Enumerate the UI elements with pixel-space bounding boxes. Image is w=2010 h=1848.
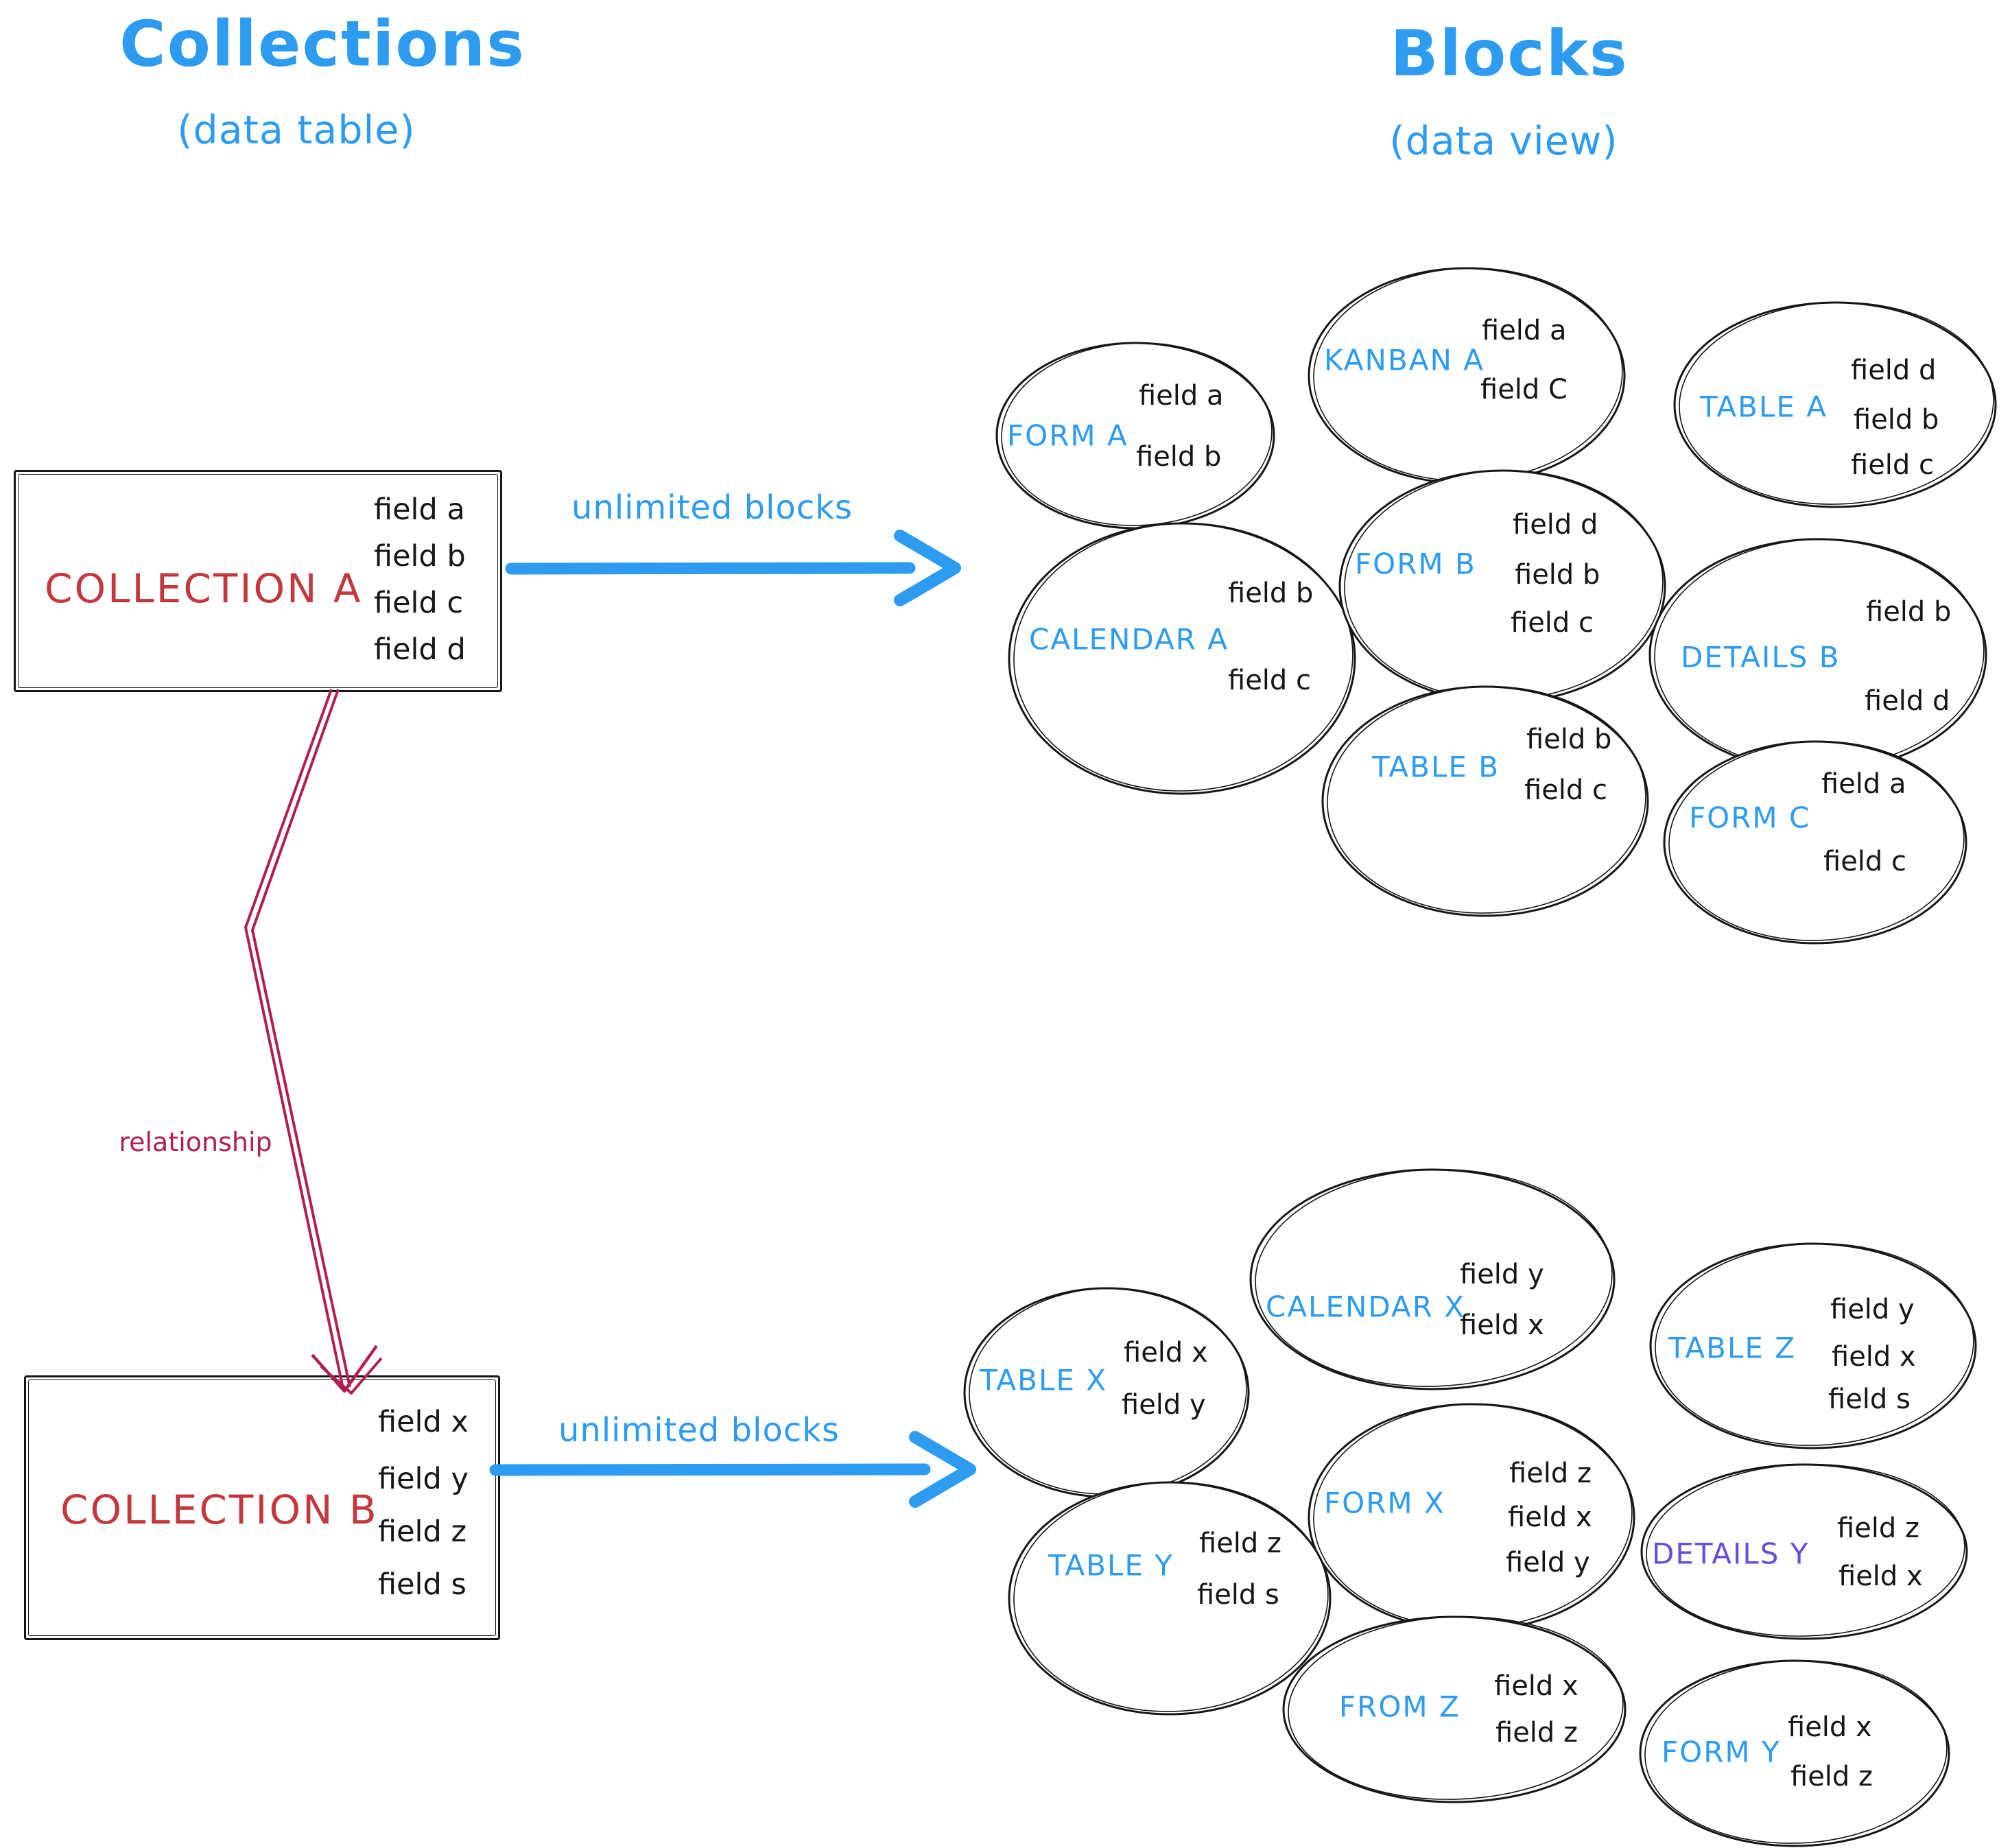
block-table-y: TABLE Y field z field s xyxy=(1007,1480,1332,1716)
block-label: KANBAN A xyxy=(1324,343,1485,377)
block-label: TABLE A xyxy=(1700,390,1828,424)
block-field: field z xyxy=(1509,1458,1592,1489)
block-ellipse-outline xyxy=(1249,1168,1616,1390)
block-field: field a xyxy=(1482,315,1567,346)
block-ellipse-outline xyxy=(1639,1659,1950,1847)
block-table-a: TABLE A field d field b field c xyxy=(1672,300,1998,509)
block-label: FORM X xyxy=(1324,1486,1445,1520)
collection-a-name: COLLECTION A xyxy=(45,565,363,612)
block-form-a: FORM A field a field b xyxy=(995,341,1276,530)
blocks-title: Blocks xyxy=(1390,16,1629,91)
block-field: field b xyxy=(1228,578,1314,609)
block-field: field d xyxy=(1513,509,1598,541)
block-field: field z xyxy=(1199,1528,1282,1559)
block-field: field x xyxy=(1494,1670,1579,1702)
collection-a-field: field d xyxy=(374,632,466,667)
block-table-b: TABLE B field b field c xyxy=(1321,685,1650,918)
collection-a-field: field a xyxy=(374,493,465,527)
block-field: field z xyxy=(1790,1761,1873,1792)
block-field: field z xyxy=(1495,1717,1579,1749)
block-ellipse-outline xyxy=(1008,1481,1332,1716)
block-details-y: DETAILS Y field z field x xyxy=(1640,1462,1969,1641)
block-field: field c xyxy=(1851,449,1935,481)
block-field: field b xyxy=(1136,441,1222,473)
collection-a-field: field b xyxy=(374,539,466,573)
block-field: field b xyxy=(1515,559,1600,591)
block-label: FORM A xyxy=(1007,418,1128,453)
block-field: field y xyxy=(1830,1294,1915,1325)
block-ellipse-outline xyxy=(1649,1242,1977,1449)
unlimited-blocks-label-top: unlimited blocks xyxy=(571,488,853,527)
block-field: field s xyxy=(1828,1384,1911,1415)
block-field: field y xyxy=(1506,1547,1590,1578)
block-ellipse-outline xyxy=(1008,522,1356,795)
block-field: field a xyxy=(1821,768,1906,800)
block-label: CALENDAR X xyxy=(1266,1290,1466,1324)
collection-b-field: field s xyxy=(378,1567,466,1602)
block-field: field c xyxy=(1228,665,1312,696)
block-label: CALENDAR A xyxy=(1029,622,1229,656)
block-field: field c xyxy=(1524,774,1608,806)
block-field: field b xyxy=(1866,596,1952,628)
block-field: field b xyxy=(1854,404,1939,436)
block-field: field z xyxy=(1837,1513,1920,1544)
block-field: field y xyxy=(1122,1389,1206,1421)
block-label: DETAILS B xyxy=(1681,640,1841,674)
block-field: field d xyxy=(1851,355,1937,386)
block-field: field d xyxy=(1865,685,1950,717)
block-ellipse-outline xyxy=(1663,740,1967,945)
block-from-z: FROM Z field x field z xyxy=(1281,1615,1627,1804)
collections-title: Collections xyxy=(119,7,525,81)
collection-b-field: field x xyxy=(378,1405,469,1439)
block-label: FORM B xyxy=(1355,547,1476,581)
block-label: DETAILS Y xyxy=(1652,1537,1810,1571)
block-field: field x xyxy=(1508,1502,1592,1533)
block-label: TABLE X xyxy=(980,1363,1107,1397)
block-ellipse-outline xyxy=(1648,538,1987,772)
block-label: TABLE B xyxy=(1372,750,1500,784)
collection-a-box: COLLECTION A field a field b field c fie… xyxy=(14,470,502,692)
block-field: field y xyxy=(1460,1259,1544,1290)
block-label: FROM Z xyxy=(1339,1690,1461,1724)
block-form-b: FORM B field d field b field c xyxy=(1338,469,1667,704)
collection-b-box: COLLECTION B field x field y field z fie… xyxy=(24,1375,500,1640)
block-ellipse-outline xyxy=(1673,301,1997,508)
block-label: TABLE Y xyxy=(1048,1548,1174,1583)
block-ellipse-outline xyxy=(1640,1463,1968,1640)
block-ellipse-outline xyxy=(1338,469,1666,704)
block-ellipse-outline xyxy=(1282,1615,1627,1803)
collections-subtitle: (data table) xyxy=(177,108,416,153)
block-table-z: TABLE Z field y field x field s xyxy=(1648,1242,1978,1450)
block-field: field c xyxy=(1823,846,1907,877)
block-field: field x xyxy=(1788,1711,1872,1743)
block-field: field C xyxy=(1480,374,1568,405)
block-label: FORM Y xyxy=(1662,1735,1781,1769)
collection-a-field: field c xyxy=(374,586,464,620)
block-ellipse-outline xyxy=(1321,685,1649,917)
unlimited-blocks-label-bottom: unlimited blocks xyxy=(558,1411,840,1449)
block-field: field a xyxy=(1139,380,1224,412)
block-table-x: TABLE X field x field y xyxy=(962,1286,1251,1499)
block-calendar-a: CALENDAR A field b field c xyxy=(1007,521,1357,796)
block-field: field x xyxy=(1124,1337,1208,1369)
block-label: TABLE Z xyxy=(1668,1331,1796,1365)
block-field: field b xyxy=(1526,724,1612,755)
block-form-c: FORM C field a field c xyxy=(1662,739,1968,945)
block-field: field s xyxy=(1197,1579,1279,1611)
collection-b-field: field z xyxy=(378,1515,467,1549)
block-field: field x xyxy=(1460,1310,1544,1341)
collection-b-field: field y xyxy=(378,1462,469,1496)
block-field: field c xyxy=(1511,607,1594,639)
blocks-subtitle: (data view) xyxy=(1389,119,1618,164)
collection-b-name: COLLECTION B xyxy=(60,1486,379,1533)
block-label: FORM C xyxy=(1689,801,1811,835)
block-form-x: FORM X field z field x field y xyxy=(1307,1402,1636,1633)
block-details-b: DETAILS B field b field d xyxy=(1648,537,1988,773)
block-field: field x xyxy=(1832,1341,1916,1373)
block-field: field x xyxy=(1838,1561,1923,1592)
